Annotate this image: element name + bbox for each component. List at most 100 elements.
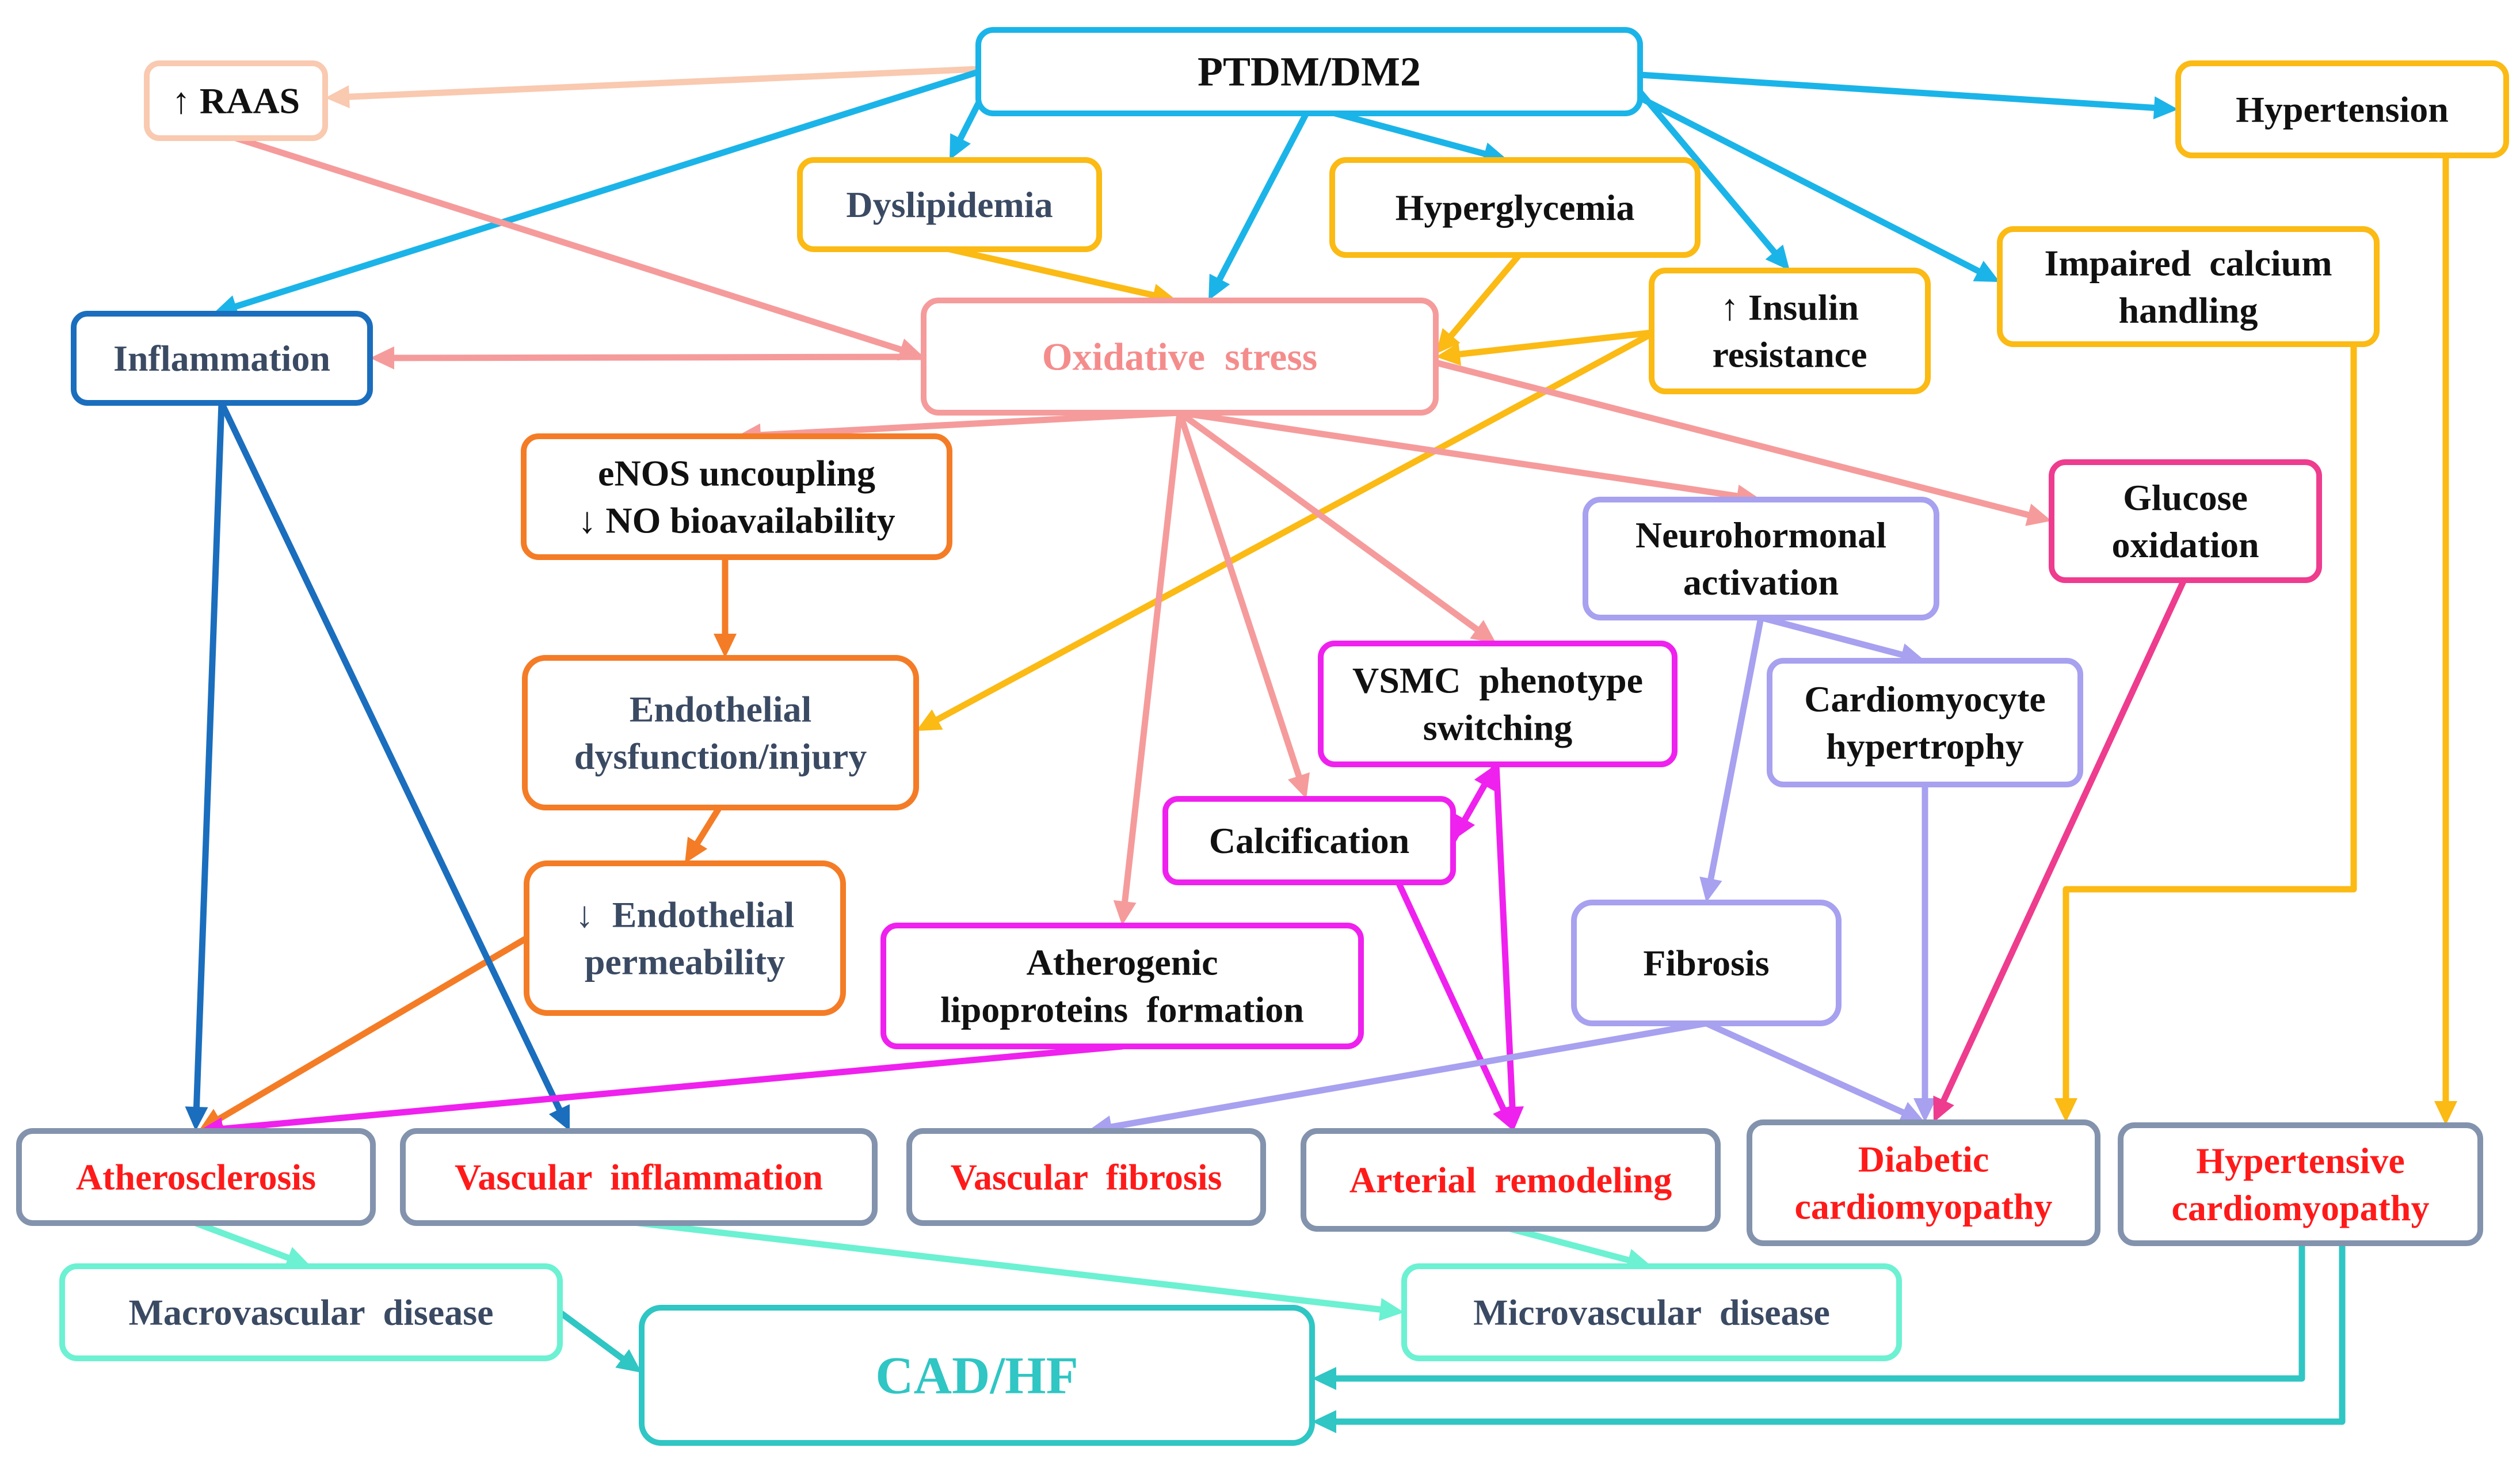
edge-line [232, 68, 982, 310]
edge-line [1637, 71, 2157, 111]
edge-magenta-29 [1395, 879, 1514, 1131]
node-label-line: Neurohormonal [1635, 515, 1886, 555]
arrowhead-icon [1898, 1102, 1925, 1123]
edge-line [757, 409, 1183, 439]
node-box [639, 1305, 1315, 1446]
node-label-line: Vascular fibrosis [951, 1157, 1222, 1198]
node-dyslipidemia: Dyslipidemia [797, 157, 1102, 252]
edge-salmon-18 [1176, 409, 1310, 799]
arrowhead-icon [714, 634, 737, 658]
node-insulin: ↑ Insulin resistance [1649, 268, 1931, 394]
edge-magenta-28 [1493, 761, 1524, 1131]
edge-line [2062, 341, 2357, 1102]
node-label-line: lipoproteins formation [940, 989, 1304, 1030]
node-box [2175, 60, 2509, 158]
edge-orange-20 [714, 554, 737, 658]
node-box [16, 1128, 376, 1226]
edge-line [1333, 1240, 2305, 1382]
arrowhead-icon [1699, 876, 1722, 902]
node-label-line: Atherogenic [1027, 942, 1218, 983]
node-label-line: Oxidative stress [1042, 335, 1318, 379]
node-box [1301, 1128, 1721, 1232]
arrowhead-icon [1933, 1095, 1954, 1122]
node-label-line: hypertrophy [1826, 726, 2024, 767]
node-label-line: Dyslipidemia [846, 184, 1053, 225]
edge-line [1176, 409, 1302, 779]
arrowhead-icon [2434, 1101, 2457, 1125]
node-atherogenic: Atherogenic lipoproteins formation [880, 923, 1364, 1049]
edge-gold-10 [1436, 252, 1523, 354]
edge-line [1493, 761, 1516, 1110]
edge-pink-35 [1933, 577, 2187, 1122]
node-calcification: Calcification [1162, 796, 1456, 885]
edge-line [218, 399, 563, 1113]
edge-line [1216, 110, 1310, 283]
edge-line [1108, 1020, 1710, 1130]
node-label-line: cardiomyopathy [1795, 1186, 2053, 1227]
arrowhead-icon [1765, 244, 1790, 271]
node-box [524, 860, 846, 1016]
node-label-line: VSMC phenotype [1352, 660, 1643, 701]
node-box [1162, 796, 1456, 885]
edge-lavender-32 [1913, 781, 1936, 1122]
edge-teal-43 [1312, 1240, 2346, 1433]
arrowhead-icon [1378, 1298, 1404, 1322]
node-label-line: ↑ Insulin [1721, 287, 1859, 328]
node-box [1747, 1119, 2100, 1246]
arrowhead-icon [548, 1104, 570, 1131]
edge-gold-37 [2434, 152, 2457, 1125]
edge-cyan-5 [1637, 71, 2178, 120]
arrowhead-icon [370, 346, 395, 370]
edge-line [934, 330, 1655, 723]
node-hypertension: Hypertension [2175, 60, 2509, 158]
edge-line [1703, 1020, 1907, 1116]
edge-line [1432, 359, 2031, 519]
edge-line [1507, 1225, 1631, 1263]
node-label-line: Cardiomyocyte [1804, 679, 2045, 719]
node-inflammation: Inflammation [71, 311, 373, 406]
edge-line [232, 135, 904, 353]
arrowhead-icon [185, 1106, 208, 1131]
node-label-line: Vascular inflammation [455, 1157, 823, 1198]
edge-line [1176, 409, 1740, 500]
node-box [906, 1128, 1266, 1226]
node-box [144, 60, 328, 141]
node-ptdm: PTDM/DM2 [975, 27, 1643, 116]
edge-line [1333, 1240, 2346, 1425]
arrowhead-icon [1493, 1104, 1514, 1131]
node-oxidative: Oxidative stress [921, 298, 1439, 416]
node-label-line: resistance [1713, 334, 1867, 375]
edge-line [1457, 329, 1655, 357]
node-label-line: Hypertension [2236, 89, 2449, 130]
arrowhead-icon [1973, 261, 2000, 282]
arrowhead-icon [1312, 1367, 1336, 1390]
edge-peach-0 [325, 66, 982, 109]
node-label-line: oxidation [2111, 524, 2259, 565]
node-atherosclerosis: Atherosclerosis [16, 1128, 376, 1226]
node-label-line: Arterial remodeling [1349, 1160, 1672, 1201]
node-label-line: Microvascular disease [1473, 1292, 1830, 1333]
edge-line [1637, 94, 1982, 275]
arrowhead-icon [950, 133, 971, 160]
edge-line [193, 399, 225, 1110]
node-label-line: activation [1683, 562, 1839, 603]
node-box [797, 157, 1102, 252]
edge-magenta-25 [199, 1043, 1126, 1141]
edge-line [1448, 252, 1523, 339]
node-label-line: dysfunction/injury [574, 736, 867, 776]
node-box [1649, 268, 1931, 394]
node-box [2118, 1122, 2483, 1246]
node-enos: eNOS uncoupling↓ NO bioavailability [521, 433, 952, 560]
edge-line [635, 1220, 1383, 1313]
node-box [1571, 900, 1842, 1026]
edge-line [1395, 879, 1507, 1113]
edge-line [346, 66, 982, 100]
